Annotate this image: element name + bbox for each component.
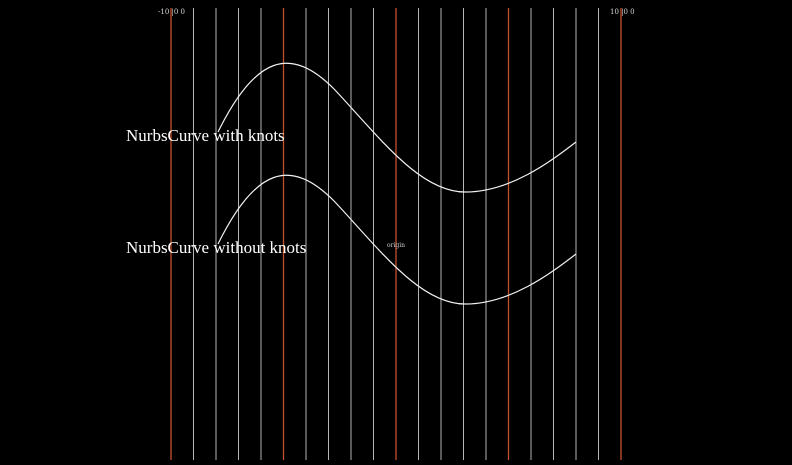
- curve-label-with-knots: NurbsCurve with knots: [126, 126, 285, 145]
- nurbs-curve-with-knots: [217, 62, 577, 193]
- grid-lines: [170, 8, 622, 460]
- origin-label: origin: [387, 242, 405, 249]
- curve-label-without-knots: NurbsCurve without knots: [126, 238, 306, 257]
- nurbs-curve-without-knots: [217, 174, 577, 305]
- right-tick-label: 10 |0 0: [610, 8, 635, 16]
- left-tick-label: -10 |0 0: [158, 8, 185, 16]
